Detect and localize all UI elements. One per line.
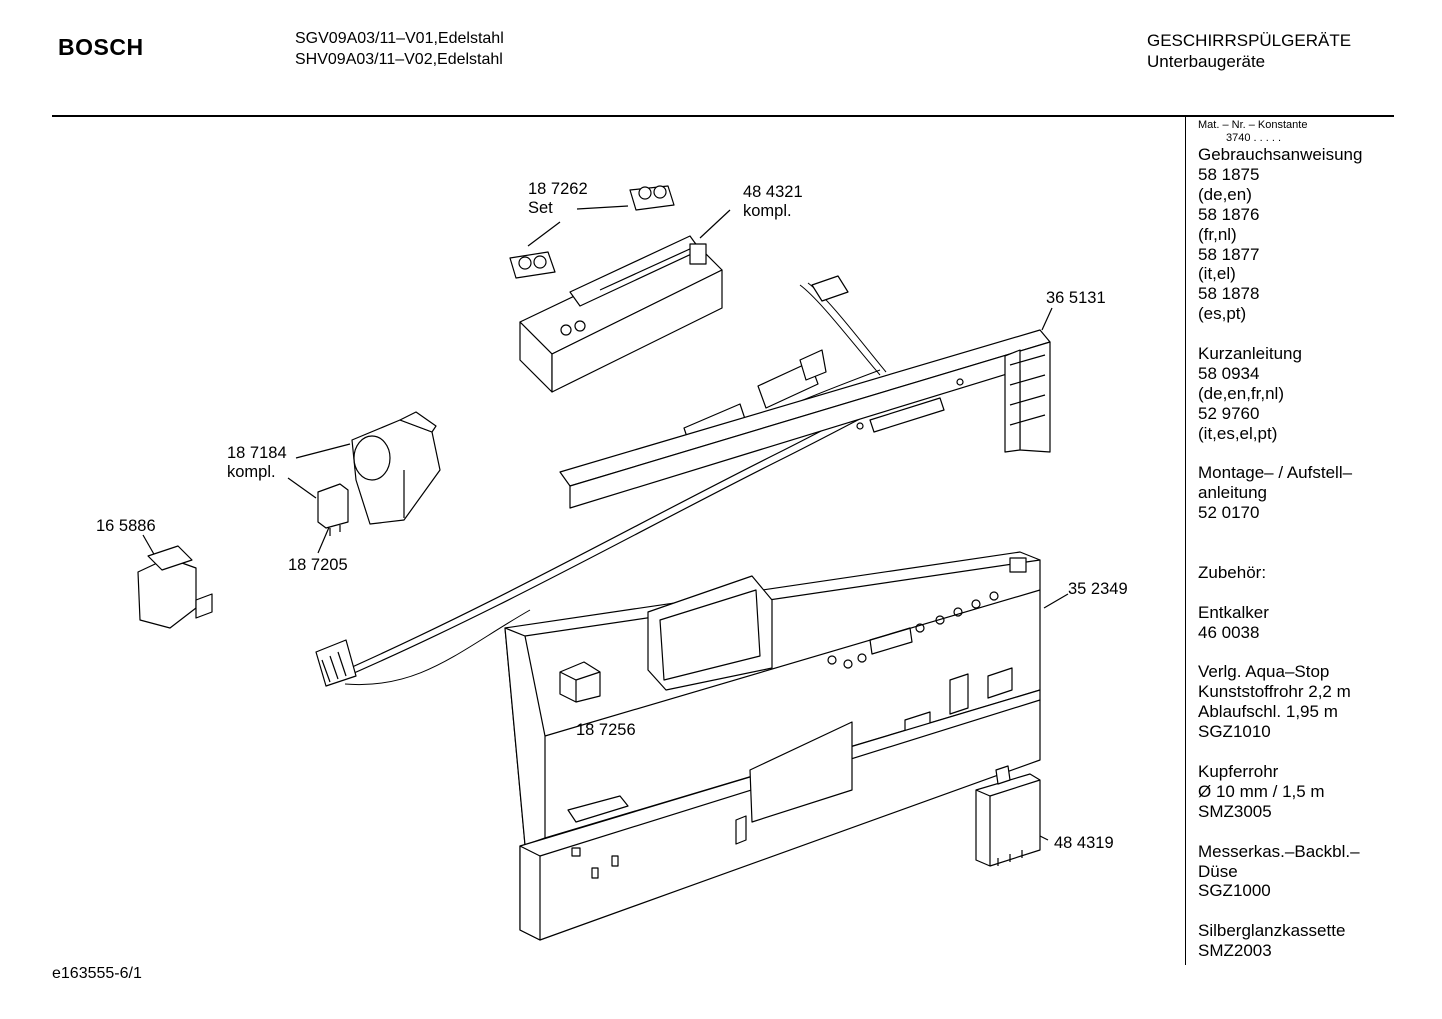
- sidebar-line: (es,pt): [1198, 304, 1247, 324]
- part-352349-panel: [504, 551, 1041, 846]
- sidebar-line: SMZ2003: [1198, 941, 1272, 961]
- panel-base: [519, 689, 1041, 941]
- subcategory-title: Unterbaugeräte: [1147, 52, 1266, 71]
- drawing-code: e163555-6/1: [52, 965, 142, 982]
- sidebar-line: (fr,nl): [1198, 224, 1237, 244]
- sidebar-line: (it,es,el,pt): [1198, 423, 1278, 443]
- sidebar-divider: [1185, 117, 1186, 965]
- label-165886: 16 5886: [96, 517, 156, 535]
- sidebar-line: SGZ1000: [1198, 881, 1271, 901]
- part-484321-module: [519, 235, 723, 393]
- category-title: GESCHIRRSPÜLGERÄTE: [1147, 31, 1352, 50]
- mat-nr-label: Mat. – Nr. – Konstante: [1198, 119, 1308, 131]
- part-365131-frame: [559, 329, 1051, 509]
- sidebar-line: (de,en): [1198, 184, 1252, 204]
- sidebar-line: (de,en,fr,nl): [1198, 383, 1284, 403]
- accessories-sidebar: Mat. – Nr. – Konstante 3740 . . . . . Ge…: [1198, 119, 1388, 961]
- label-484319: 48 4319: [1054, 834, 1114, 852]
- brand-logo: BOSCH: [58, 34, 144, 60]
- label-187256: 18 7256: [576, 721, 636, 739]
- sidebar-line: 52 0170: [1198, 503, 1260, 523]
- sidebar-line: anleitung: [1198, 483, 1268, 503]
- sidebar-line: Kunststoffrohr 2,2 m: [1198, 682, 1351, 702]
- sidebar-line: 58 0934: [1198, 363, 1260, 383]
- sidebar-line: Zubehör:: [1198, 562, 1267, 582]
- label-187205: 18 7205: [288, 556, 348, 574]
- part-187184-valve: [351, 411, 441, 525]
- sidebar-line: Ø 10 mm / 1,5 m: [1198, 781, 1325, 801]
- sidebar-line: (it,el): [1198, 264, 1236, 284]
- part-484319-module: [975, 765, 1041, 867]
- part-187262-caps: [509, 185, 675, 279]
- label-365131: 36 5131: [1046, 289, 1106, 307]
- sidebar-line: Kurzanleitung: [1198, 344, 1302, 364]
- label-352349: 35 2349: [1068, 580, 1128, 598]
- sidebar-line: SMZ3005: [1198, 801, 1272, 821]
- sidebar-line: 58 1876: [1198, 204, 1260, 224]
- sidebar-line: Messerkas.–Backbl.–: [1198, 841, 1360, 861]
- model-line-2: SHV09A03/11–V02,Edelstahl: [295, 51, 503, 68]
- sidebar-line: Entkalker: [1198, 602, 1269, 622]
- sidebar-line: SGZ1010: [1198, 722, 1271, 742]
- sidebar-line: Ablaufschl. 1,95 m: [1198, 702, 1338, 722]
- mat-nr-value: 3740 . . . . .: [1226, 132, 1282, 144]
- sidebar-line: Verlg. Aqua–Stop: [1198, 662, 1330, 682]
- sidebar-line: 58 1875: [1198, 164, 1260, 184]
- sidebar-line: Gebrauchsanweisung: [1198, 145, 1363, 164]
- sidebar-line: Kupferrohr: [1198, 761, 1279, 781]
- header-rule: [52, 115, 1394, 117]
- sidebar-line: Montage– / Aufstell–: [1198, 463, 1353, 483]
- sidebar-line: 46 0038: [1198, 622, 1260, 642]
- sidebar-line: Silberglanzkassette: [1198, 921, 1346, 941]
- sidebar-line: Düse: [1198, 861, 1238, 881]
- sidebar-line: 58 1878: [1198, 284, 1260, 304]
- sidebar-line: 52 9760: [1198, 403, 1260, 423]
- part-165886-relay: [137, 545, 213, 629]
- sidebar-line: 58 1877: [1198, 244, 1260, 264]
- model-line-1: SGV09A03/11–V01,Edelstahl: [295, 30, 504, 47]
- part-187205: [317, 483, 349, 536]
- part-187256-block: [559, 661, 601, 703]
